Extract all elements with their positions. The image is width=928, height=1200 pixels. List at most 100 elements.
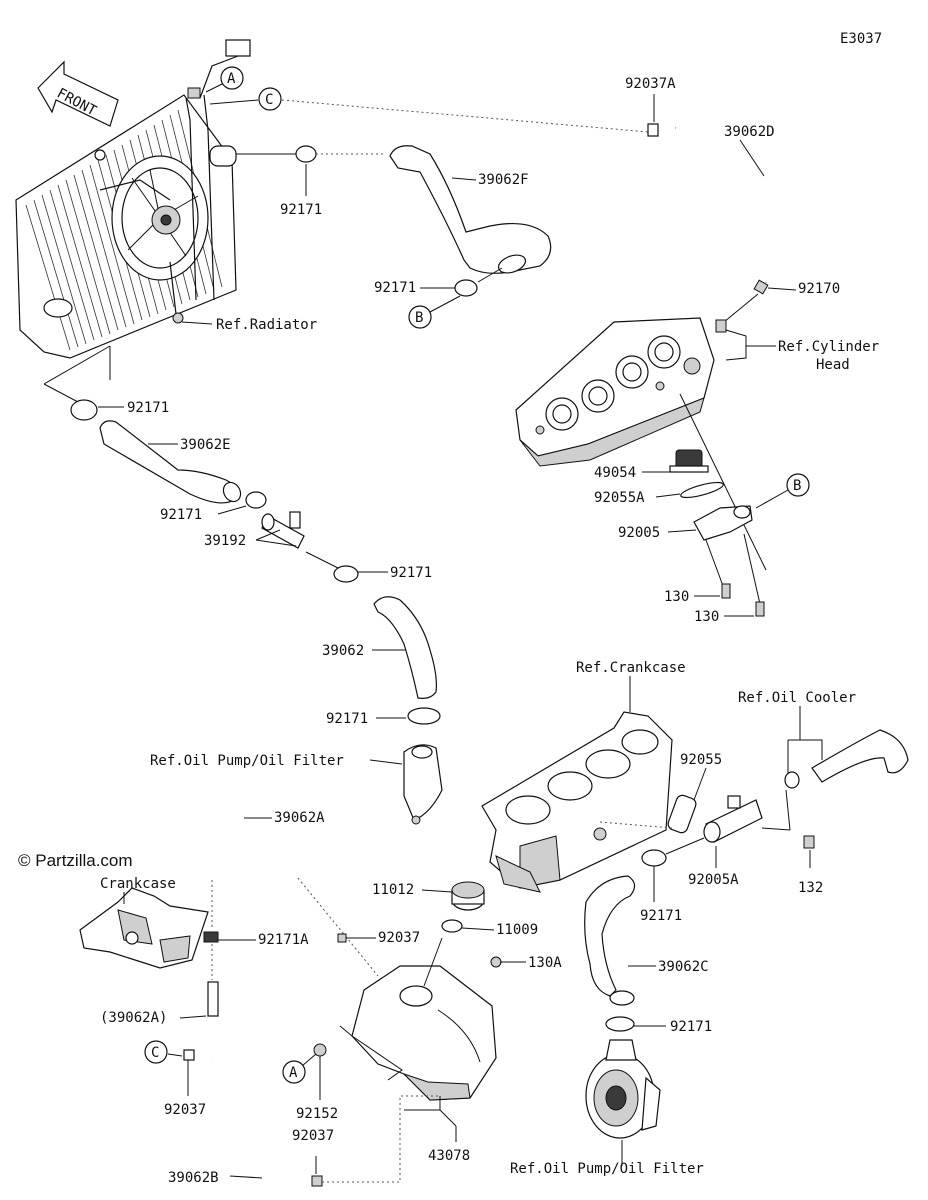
part-92171-g: 92171 [640, 908, 682, 924]
part-39062C: 39062C [658, 959, 709, 975]
part-11012: 11012 [372, 882, 414, 898]
part-39062: 39062 [322, 643, 364, 659]
thermostat-49054 [669, 449, 709, 473]
callout-a-bottom [282, 1060, 306, 1084]
part-92171-d: 92171 [160, 507, 202, 523]
clamp-92171-c [70, 399, 98, 421]
seal-11009 [441, 919, 463, 933]
hose-39062C [584, 875, 636, 997]
part-132: 132 [798, 880, 823, 896]
callout-c-bottom-label: C [151, 1045, 159, 1061]
clamp-92037-a [337, 933, 347, 943]
clamp-92171-e [333, 565, 359, 583]
clamp-92171-g [641, 849, 667, 867]
callout-c-top [258, 87, 282, 111]
ref-crankcase-left: Crankcase [100, 876, 176, 892]
part-92171-h: 92171 [670, 1019, 712, 1035]
part-130A: 130A [528, 955, 562, 971]
part-92055: 92055 [680, 752, 722, 768]
hose-39062F [389, 145, 552, 274]
callout-b-right [786, 473, 810, 497]
ref-crankcase-top: Ref.Crankcase [576, 660, 686, 676]
ref-oil-pump-bottom: Ref.Oil Pump/Oil Filter [510, 1161, 704, 1177]
callout-b-left [408, 305, 432, 329]
clamp-92171-b [454, 279, 478, 297]
part-92037A: 92037A [625, 76, 676, 92]
hose-39062 [373, 596, 437, 699]
ref-oil-cooler: Ref.Oil Cooler [738, 690, 856, 706]
fitting-92037A [647, 123, 659, 137]
part-92037-b: 92037 [164, 1102, 206, 1118]
oil-pump-bottom [585, 1039, 661, 1139]
clamp-92171-f [407, 707, 441, 725]
clamp-92171-a [295, 145, 317, 163]
crankcase [481, 711, 673, 893]
part-92171-e: 92171 [390, 565, 432, 581]
part-92055A: 92055A [594, 490, 645, 506]
part-92152: 92152 [296, 1106, 338, 1122]
callout-c-bottom [144, 1040, 168, 1064]
part-130-b: 130 [694, 609, 719, 625]
gasket-92055 [667, 794, 697, 834]
hose-39062A [211, 819, 299, 880]
callout-a-top [220, 66, 244, 90]
part-92170: 92170 [798, 281, 840, 297]
part-39062D: 39062D [724, 124, 775, 140]
part-92005: 92005 [618, 525, 660, 541]
callout-a-bottom-label: A [289, 1065, 298, 1081]
part-39062B: 39062B [168, 1170, 219, 1186]
ref-cylinder-head-2: Head [816, 357, 850, 373]
part-11009: 11009 [496, 922, 538, 938]
joint-39192 [261, 511, 305, 549]
part-39062A-paren: (39062A) [100, 1010, 167, 1026]
bolt-130-b [755, 601, 765, 617]
clamp-92171-h [605, 1016, 635, 1032]
clip-92171A [203, 931, 219, 943]
part-43078: 43078 [428, 1148, 470, 1164]
bolt-132 [803, 835, 815, 849]
diagram-code: E3037 [840, 31, 882, 47]
cylinder-head [515, 317, 715, 467]
hose-39062E [99, 420, 238, 504]
part-92171-c: 92171 [127, 400, 169, 416]
part-130-a: 130 [664, 589, 689, 605]
part-49054: 49054 [594, 465, 636, 481]
watermark: © Partzilla.com [18, 851, 133, 870]
gasket-92055A [680, 481, 724, 499]
part-39062F: 39062F [478, 172, 529, 188]
part-92171-a: 92171 [280, 202, 322, 218]
hose-39062D [675, 127, 811, 283]
clamp-92171-d [245, 491, 267, 509]
part-39062A: 39062A [274, 810, 325, 826]
front-arrow: FRONT [37, 60, 119, 127]
ref-radiator: Ref.Radiator [216, 317, 317, 333]
part-92171-b: 92171 [374, 280, 416, 296]
bolt-130-a [721, 583, 731, 599]
clamp-92170 [753, 279, 769, 295]
ref-oil-pump-mid: Ref.Oil Pump/Oil Filter [150, 753, 344, 769]
hose-oil-cooler [811, 729, 909, 783]
clamp-92037-b [183, 1049, 195, 1061]
ref-cylinder-head-1: Ref.Cylinder [778, 339, 879, 355]
hose-39062A-lower [207, 981, 219, 1017]
callout-c-top-label: C [265, 92, 273, 108]
part-39192: 39192 [204, 533, 246, 549]
cap-11012 [451, 881, 485, 911]
callout-a-top-label: A [227, 71, 236, 87]
part-39062E: 39062E [180, 437, 231, 453]
radiator-assembly [15, 39, 251, 359]
part-92037-a: 92037 [378, 930, 420, 946]
clamp-92037-c [311, 1175, 323, 1187]
oil-pump-fitting-mid [403, 744, 443, 825]
callout-b-left-label: B [415, 310, 423, 326]
part-92005A: 92005A [688, 872, 739, 888]
part-92171A: 92171A [258, 932, 309, 948]
fitting-92005A [703, 795, 763, 843]
fitting-cylhead [715, 319, 727, 333]
part-92171-f: 92171 [326, 711, 368, 727]
crankcase-left [79, 887, 209, 969]
part-92037-c: 92037 [292, 1128, 334, 1144]
callout-b-right-label: B [793, 478, 801, 494]
reserve-tank-43078 [351, 956, 502, 1101]
